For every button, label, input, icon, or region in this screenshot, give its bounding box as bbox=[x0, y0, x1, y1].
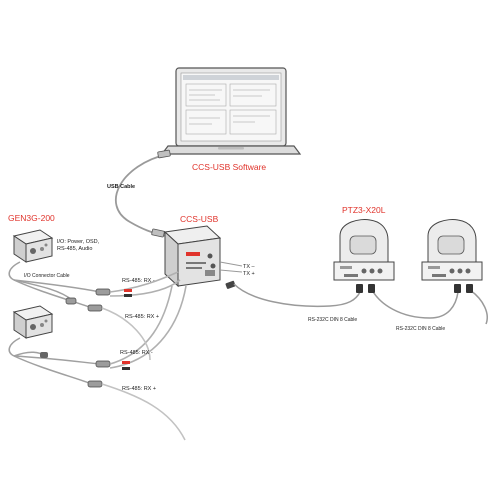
rs485-rx-plus-label-2: RS-485: RX + bbox=[122, 386, 156, 392]
io-connector-plug-1b bbox=[87, 304, 103, 312]
io-connector-plug-2c bbox=[40, 352, 48, 358]
io-cable-2 bbox=[8, 337, 101, 385]
ptz-camera-2 bbox=[421, 219, 483, 281]
usb-plug-ccs bbox=[151, 228, 165, 238]
ccs-usb-device bbox=[163, 225, 222, 288]
ccs-usb-label: CCS-USB bbox=[180, 214, 219, 224]
tx-plus-label: TX + bbox=[243, 271, 255, 277]
usb-cable-label: USB Cable bbox=[107, 184, 135, 190]
rs485-wires bbox=[101, 271, 187, 441]
io-connector-label: I/O Connector Cable bbox=[24, 273, 70, 279]
rs485-marker-black-1 bbox=[124, 294, 132, 297]
rs232-plug-2 bbox=[368, 284, 375, 293]
gen3g-camera-1 bbox=[12, 229, 54, 263]
rs485-marker-black-2 bbox=[122, 367, 130, 370]
rs232-plug-3 bbox=[454, 284, 461, 293]
tx-minus-label: TX – bbox=[243, 264, 256, 270]
rs485-rx-minus-label-2: RS-485: RX - bbox=[120, 350, 153, 356]
rs232-label-1: RS-232C DIN 8 Cable bbox=[308, 317, 357, 323]
usb-plug-laptop bbox=[157, 149, 171, 159]
usb-cable bbox=[114, 153, 169, 237]
laptop-caption: CCS-USB Software bbox=[192, 162, 266, 172]
rs485-marker-red-1 bbox=[124, 289, 132, 292]
laptop bbox=[160, 67, 302, 155]
rs232-plug-4 bbox=[466, 284, 473, 293]
tx-plus-wire bbox=[219, 269, 243, 273]
rs485-marker-red-2 bbox=[122, 361, 130, 364]
rs232-cables bbox=[233, 283, 488, 325]
io-cable-1 bbox=[8, 261, 101, 309]
io-connector-plug-2a bbox=[95, 360, 111, 368]
rs232-plug-1 bbox=[356, 284, 363, 293]
io-label-line2: RS-485, Audio bbox=[57, 246, 92, 252]
rs232-label-2: RS-232C DIN 8 Cable bbox=[396, 326, 445, 332]
io-connector-plug-1c bbox=[65, 297, 77, 305]
rs485-rx-plus-label-1: RS-485: RX + bbox=[125, 314, 159, 320]
gen3g-camera-2 bbox=[12, 305, 54, 339]
ccs-rs232-plug bbox=[225, 280, 236, 289]
ptz-label: PTZ3-X20L bbox=[342, 205, 386, 215]
io-label-line1: I/O: Power, OSD, bbox=[57, 239, 100, 245]
tx-minus-wire bbox=[219, 261, 243, 267]
rs485-rx-minus-label-1: RS-485: RX - bbox=[122, 278, 155, 284]
gen3g-label: GEN3G-200 bbox=[8, 213, 55, 223]
ptz-camera-1 bbox=[333, 219, 395, 281]
io-connector-plug-1a bbox=[95, 288, 111, 296]
io-connector-plug-2b bbox=[87, 380, 103, 388]
